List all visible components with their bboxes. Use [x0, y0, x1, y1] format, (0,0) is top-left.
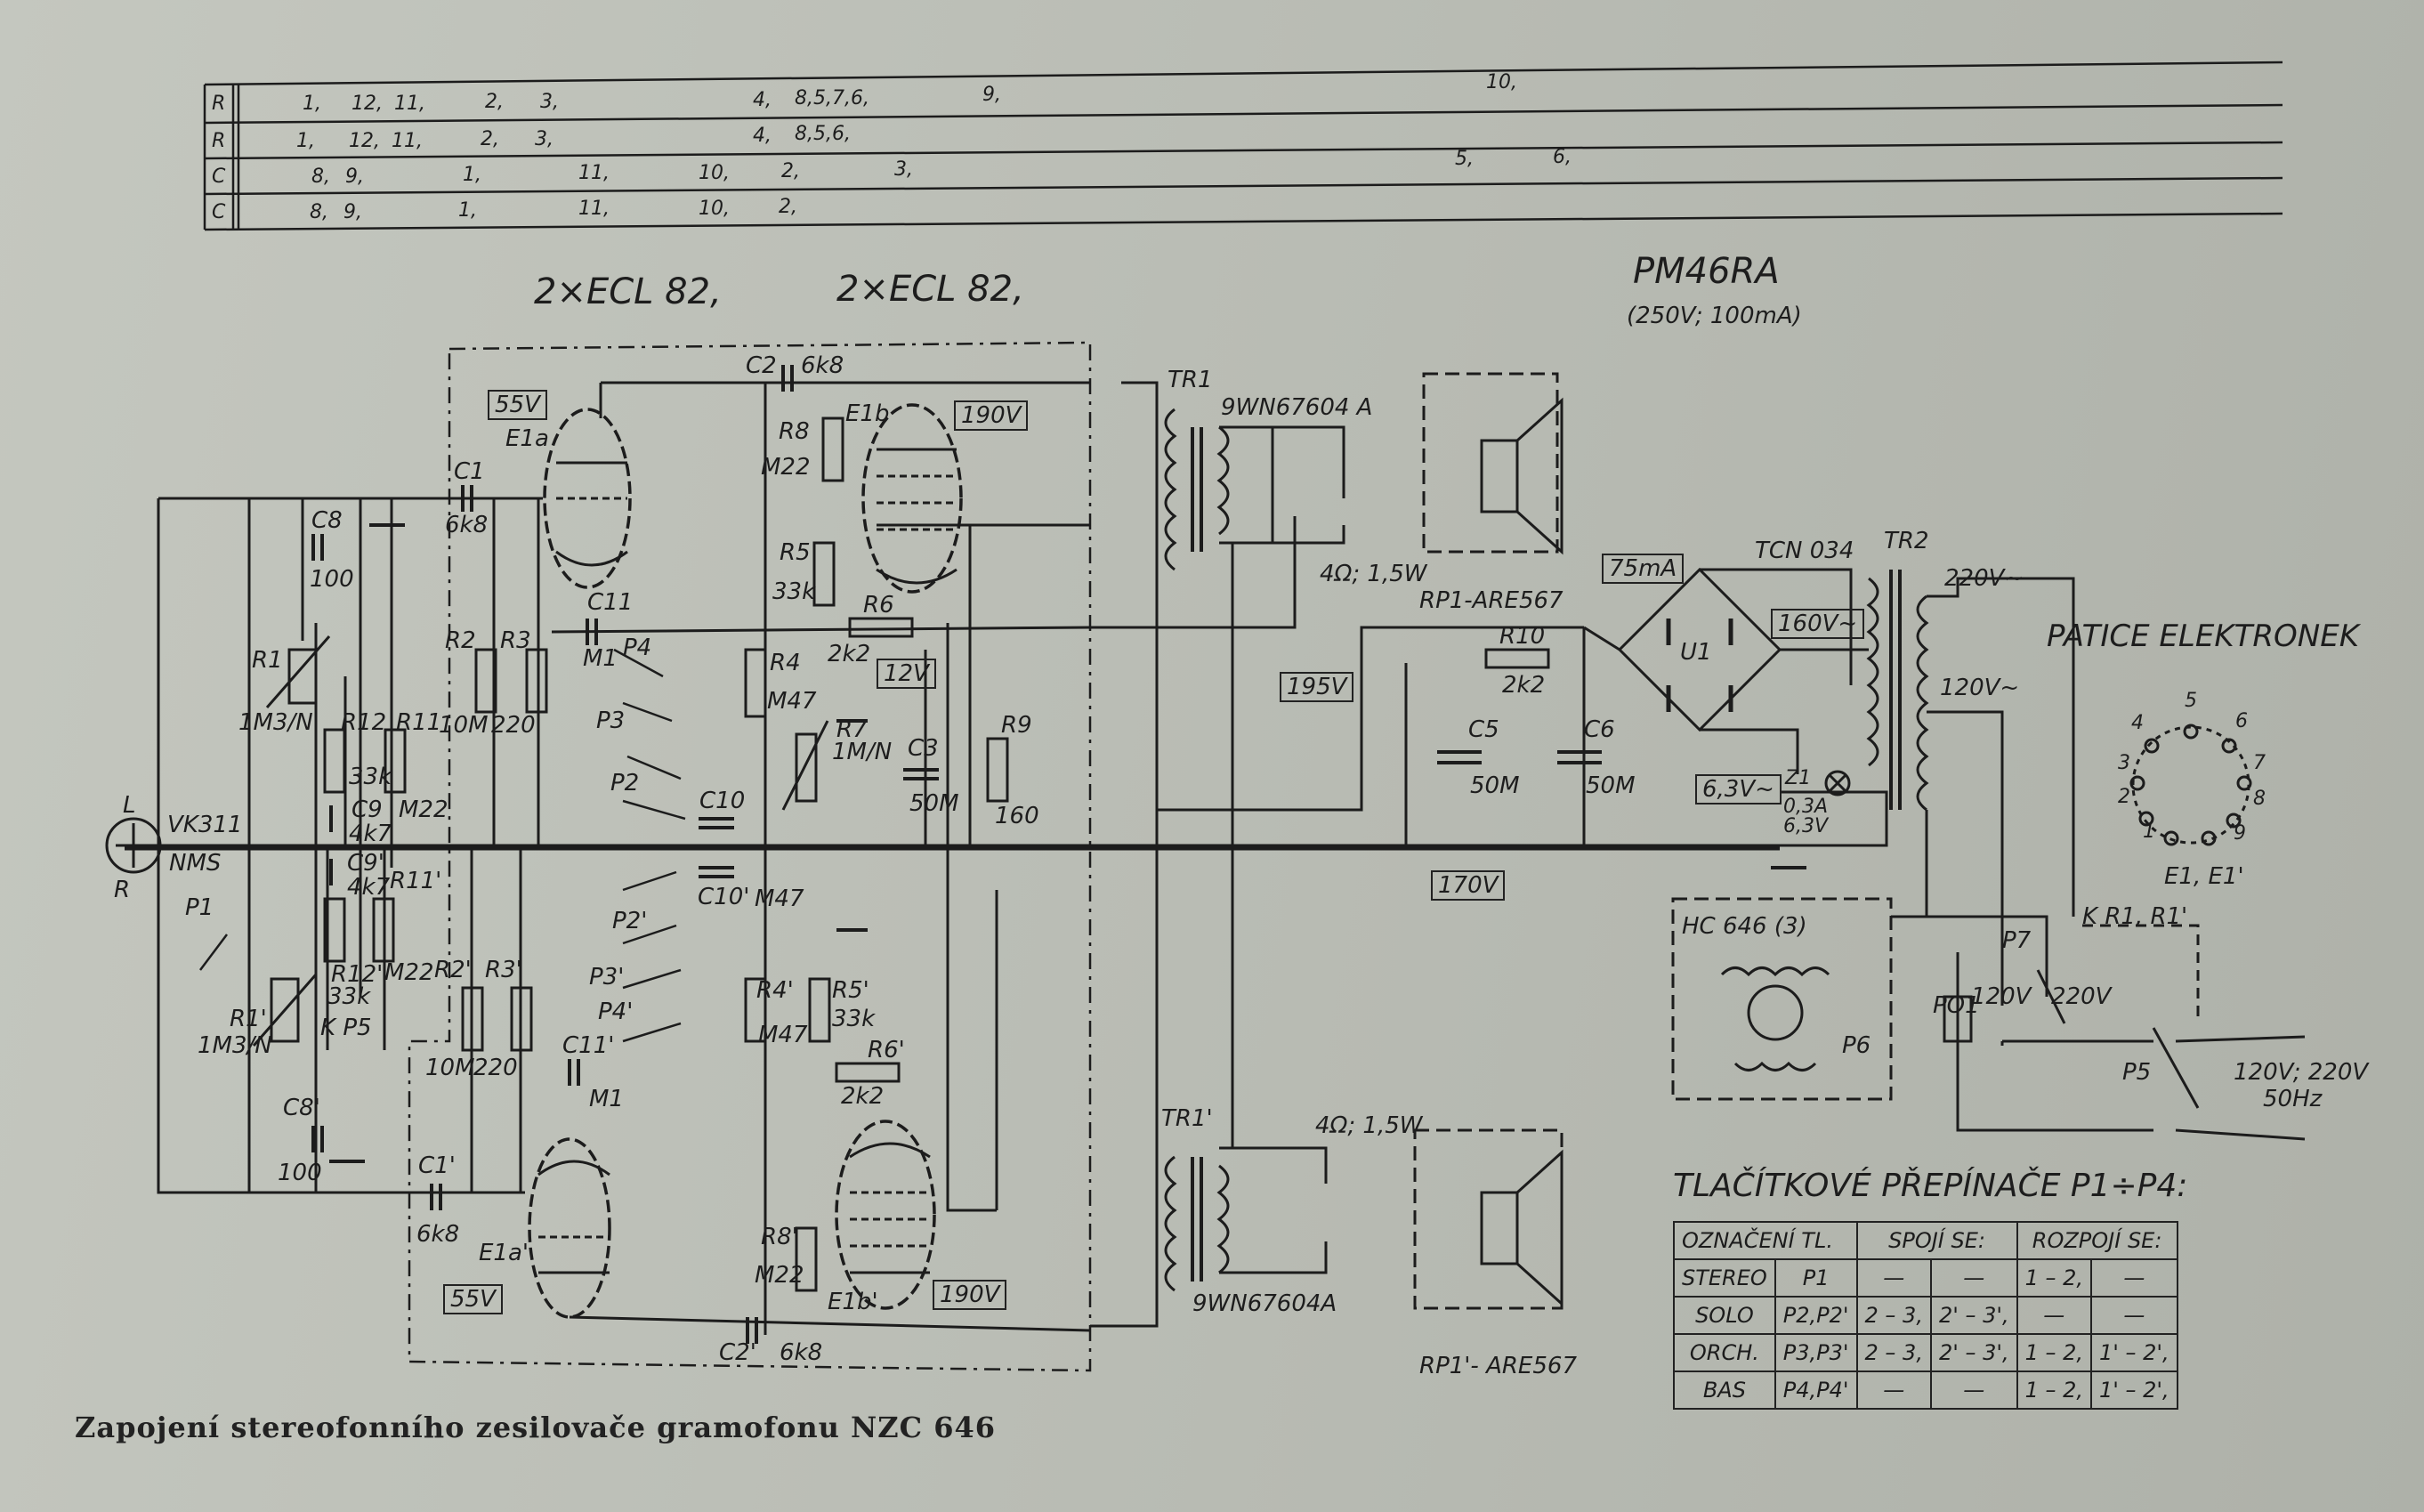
position-row-label: C — [212, 166, 226, 188]
switch-contacts — [199, 648, 686, 1043]
power-title: PM46RA — [1633, 251, 1780, 292]
amplifier-wiring — [445, 381, 1586, 1335]
position-row-label: C — [212, 201, 226, 223]
voltage-box: 55V — [488, 390, 547, 420]
position-row-label: R — [212, 93, 226, 115]
voltage-box: 55V — [443, 1284, 503, 1314]
label-E1b: E1b — [845, 400, 890, 427]
position-table-grid — [203, 61, 2283, 231]
switch-table: OZNAČENÍ TL. SPOJÍ SE: ROZPOJÍ SE: STERE… — [1673, 1221, 2178, 1410]
label-E1a: E1a — [505, 425, 549, 452]
table-header-row: OZNAČENÍ TL. SPOJÍ SE: ROZPOJÍ SE: — [1673, 1221, 2178, 1260]
output-transformers — [1164, 408, 1345, 1292]
ground-symbols — [329, 523, 1806, 1163]
voltage-box: 75mA — [1602, 554, 1685, 584]
tone-resistors — [323, 728, 407, 963]
switch-table-title: TLAČÍTKOVÉ PŘEPÍNAČE P1÷P4: — [1673, 1168, 2188, 1204]
resistor-symbols — [461, 416, 1550, 1292]
chassis-enclosure — [408, 341, 1092, 1372]
table-row: ORCH.P3,P3' 2 – 3,2' – 3', 1 – 2,1' – 2'… — [1673, 1333, 2178, 1372]
voltage-box: 190V — [954, 400, 1029, 431]
tube-envelopes — [528, 403, 963, 1319]
figure-caption: Zapojení stereofonního zesilovače gramof… — [75, 1411, 997, 1444]
voltage-box: 190V — [933, 1280, 1007, 1310]
socket-title: PATICE ELEKTRONEK — [2047, 619, 2359, 654]
speakers — [1413, 372, 1563, 1310]
tube-header-left: 2×ECL 82, — [534, 271, 722, 312]
voltage-box: 12V — [877, 659, 936, 689]
voltage-box: 6,3V~ — [1695, 774, 1782, 805]
voltage-box: 160V~ — [1771, 609, 1865, 639]
input-wiring — [157, 497, 445, 1194]
tube-socket — [2129, 724, 2252, 846]
label-E1b-prime: E1b' — [828, 1289, 878, 1315]
rectifier-bridge — [1583, 567, 1869, 774]
motor-section — [1671, 897, 2306, 1141]
voltage-box: 170V — [1431, 870, 1506, 901]
label-E1a-prime: E1a' — [479, 1240, 529, 1266]
capacitor-symbols — [311, 365, 1602, 1344]
tube-electrodes — [537, 448, 957, 1274]
pickup-symbol — [105, 817, 162, 874]
voltage-box: 195V — [1280, 672, 1354, 702]
tube-header-right: 2×ECL 82, — [836, 269, 1024, 310]
power-rating: (250V; 100mA) — [1627, 303, 1802, 329]
position-row-label: R — [212, 130, 226, 152]
socket-label: E1, E1' — [2164, 863, 2244, 890]
volume-potentiometers — [252, 635, 331, 1047]
pilot-lamp — [1824, 770, 1851, 796]
